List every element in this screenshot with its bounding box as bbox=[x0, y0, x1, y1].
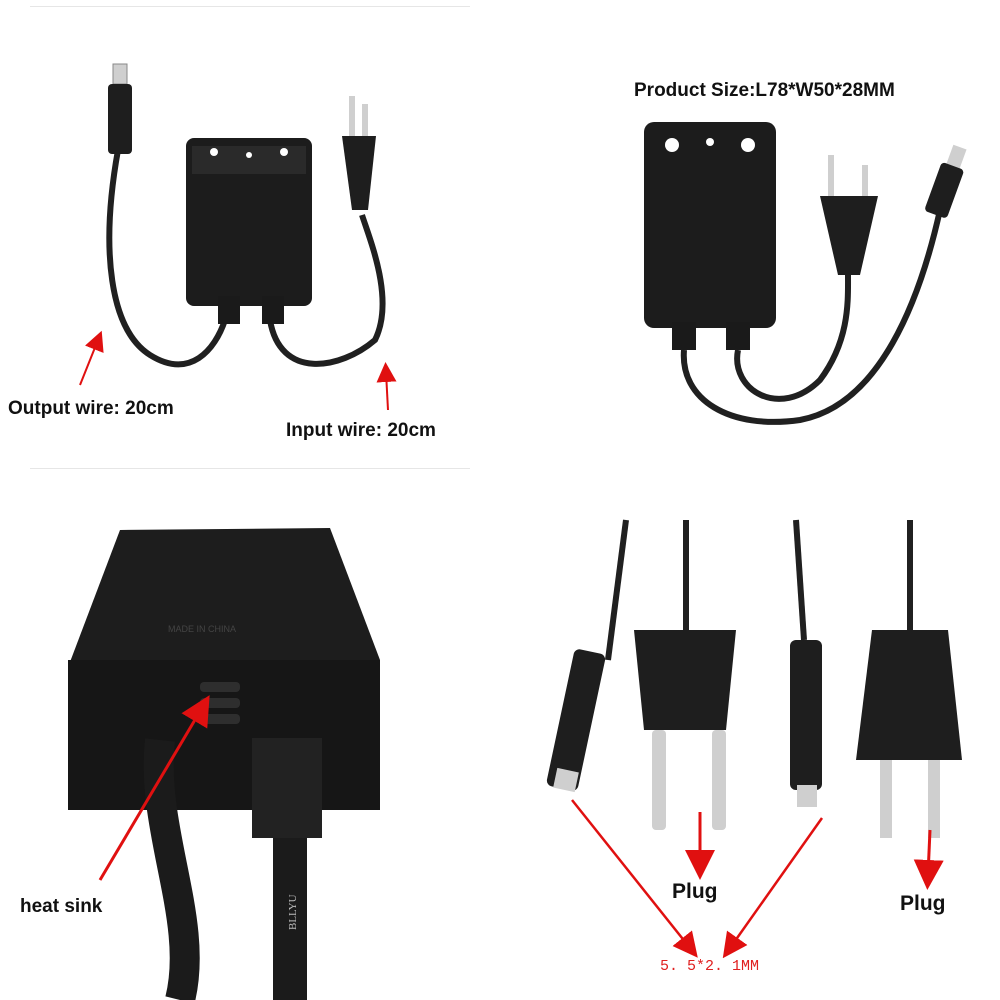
heat-sink-label: heat sink bbox=[20, 896, 103, 917]
plug-us-label: Plug bbox=[900, 892, 946, 915]
adapter-top bbox=[70, 528, 380, 662]
case-print: MADE IN CHINA bbox=[168, 624, 236, 634]
strain-relief bbox=[252, 738, 322, 838]
dc-jack-1 bbox=[546, 649, 606, 793]
eu-plug bbox=[820, 196, 878, 275]
panel-adapter-wires: Output wire: 20cm Input wire: 20cm bbox=[0, 0, 500, 470]
product-size-illustration bbox=[644, 122, 967, 425]
panel-heat-sink: MADE IN CHINA BLLYU heat sink bbox=[0, 500, 500, 1000]
us-plug bbox=[856, 630, 962, 838]
adapter-body bbox=[644, 122, 776, 328]
adapter-wires-illustration bbox=[79, 63, 397, 411]
dc-size-label: 5. 5*2. 1MM bbox=[660, 958, 760, 975]
output-wire-label: Output wire: 20cm bbox=[8, 398, 174, 419]
panel-product-size: Product Size:L78*W50*28MM bbox=[500, 0, 1000, 470]
dc-jack bbox=[108, 84, 132, 154]
cable-print: BLLYU bbox=[287, 894, 299, 930]
adapter-body bbox=[186, 138, 312, 306]
eu-plug bbox=[634, 630, 736, 830]
mid-divider bbox=[30, 468, 470, 469]
input-wire bbox=[267, 214, 386, 367]
plugs-illustration bbox=[546, 519, 962, 959]
plug-eu-label: Plug bbox=[672, 880, 718, 903]
product-size-label: Product Size:L78*W50*28MM bbox=[634, 80, 895, 101]
input-wire-label: Input wire: 20cm bbox=[286, 420, 436, 441]
dc-jack bbox=[925, 162, 964, 218]
top-divider bbox=[30, 6, 470, 7]
eu-plug bbox=[342, 136, 376, 210]
dc-jack-2 bbox=[790, 640, 822, 807]
output-wire bbox=[106, 149, 228, 368]
heat-sink-illustration: MADE IN CHINA BLLYU bbox=[68, 528, 380, 1000]
panel-plugs: Plug Plug 5. 5*2. 1MM bbox=[500, 500, 1000, 1000]
